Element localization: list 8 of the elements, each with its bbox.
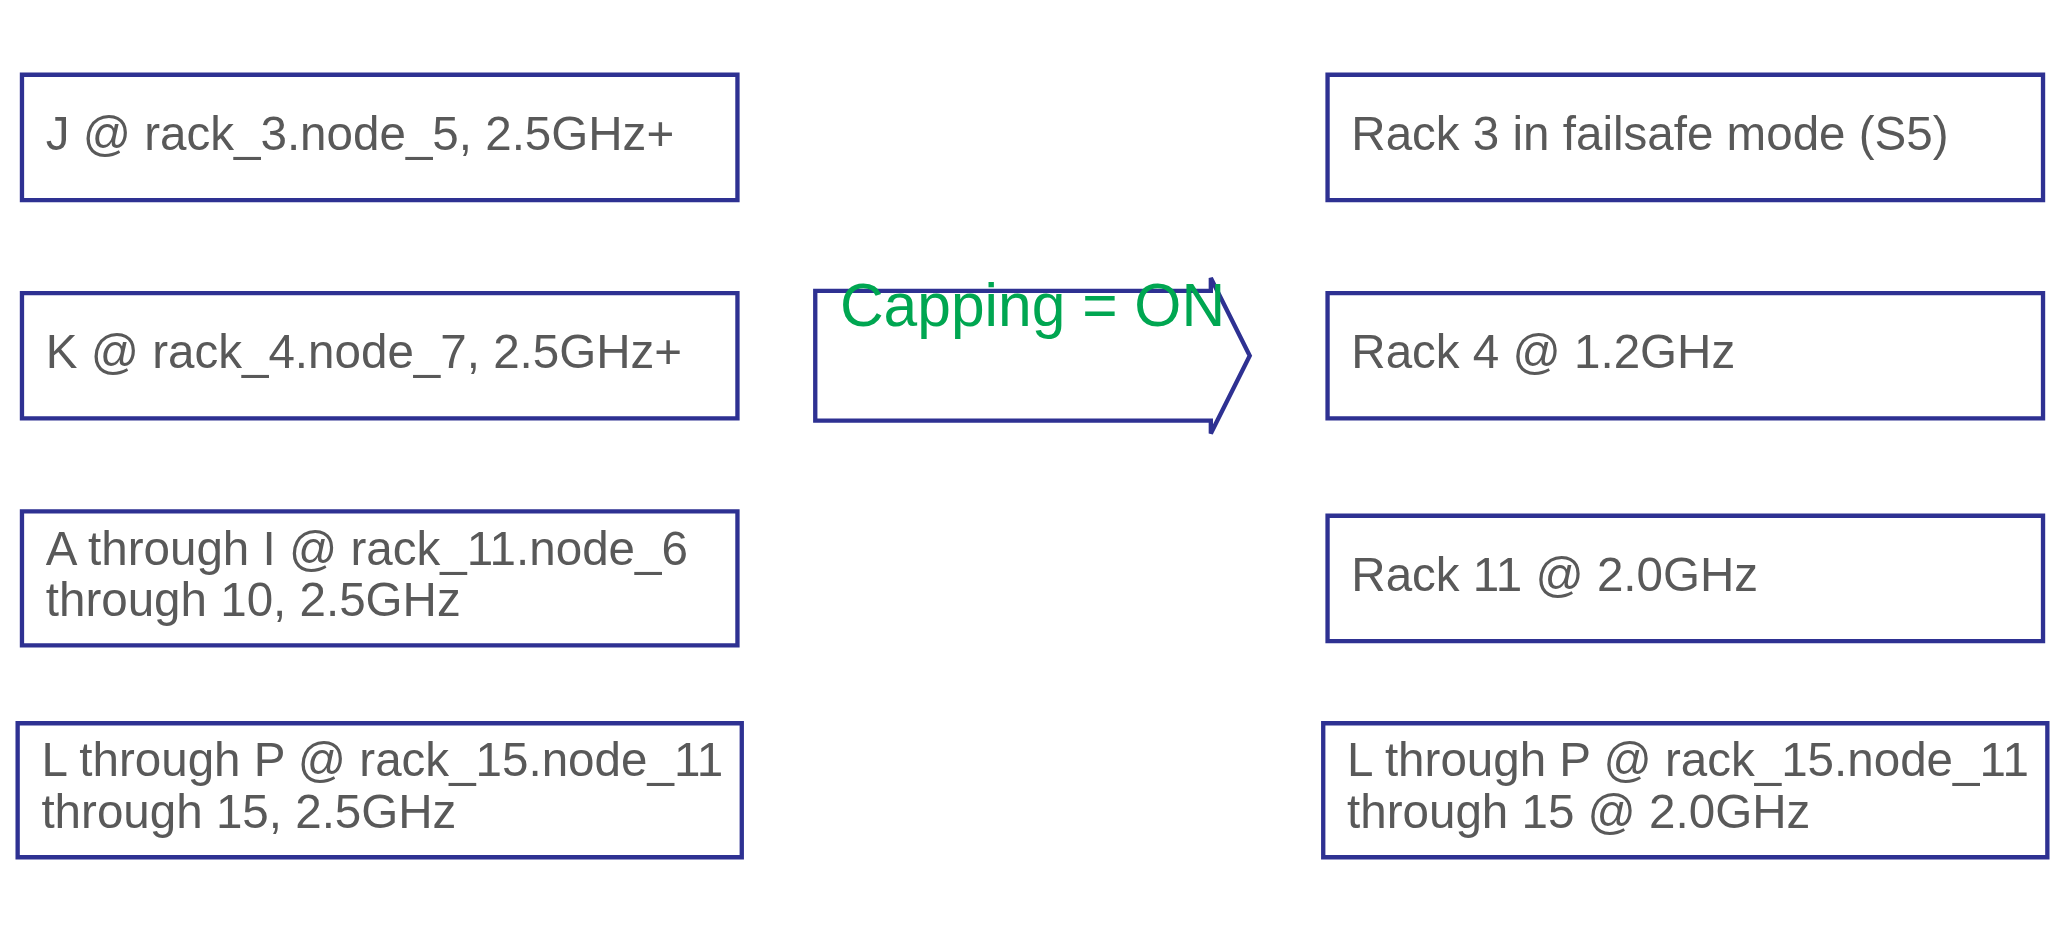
node-box: L through P @ rack_15.node_11 through 15, 2.5GHz bbox=[15, 721, 744, 860]
node-box: L through P @ rack_15.node_11 through 15 @ 2.0GHz bbox=[1320, 721, 2049, 860]
node-box: Rack 3 in failsafe mode (S5) bbox=[1324, 72, 2045, 203]
node-box: Rack 4 @ 1.2GHz bbox=[1324, 290, 2045, 421]
node-box: Rack 11 @ 2.0GHz bbox=[1324, 513, 2045, 644]
node-box: J @ rack_3.node_5, 2.5GHz+ bbox=[19, 72, 740, 203]
node-box: A through I @ rack_11.node_6 through 10, 2.5GHz bbox=[19, 509, 740, 648]
node-box: K @ rack_4.node_7, 2.5GHz+ bbox=[19, 290, 740, 421]
